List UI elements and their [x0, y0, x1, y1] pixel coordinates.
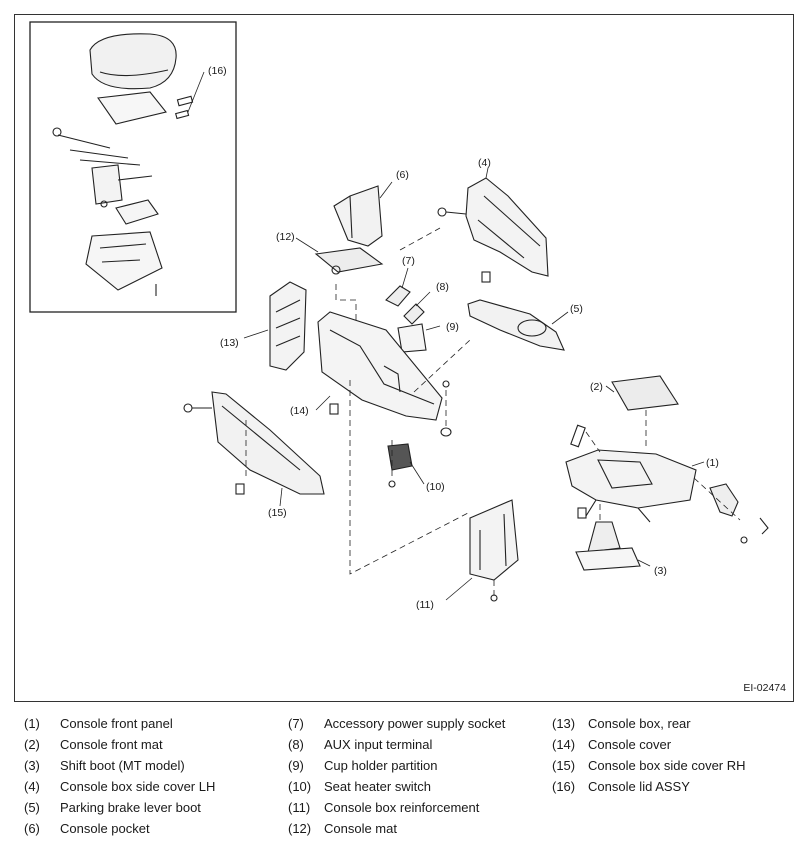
- legend-item: (15) Console box side cover RH: [552, 758, 746, 773]
- legend-num: (12): [288, 821, 312, 836]
- legend-item: (14) Console cover: [552, 737, 671, 752]
- legend-num: (10): [288, 779, 312, 794]
- legend-label: Console box reinforcement: [324, 800, 480, 815]
- part-console-box-rear: [243, 281, 307, 371]
- legend-label: Shift boot (MT model): [60, 758, 185, 773]
- callout-7: (7): [402, 255, 415, 267]
- part-aux-terminal: [403, 291, 431, 325]
- figure-code: EI-02474: [743, 682, 786, 694]
- legend-label: Console front panel: [60, 716, 173, 731]
- part-seat-heater-switch: [387, 443, 425, 488]
- legend-item: (5) Parking brake lever boot: [24, 800, 201, 815]
- legend-item: (16) Console lid ASSY: [552, 779, 690, 794]
- legend-label: Console box side cover RH: [588, 758, 746, 773]
- callout-6: (6): [396, 169, 409, 181]
- part-console-pocket: [333, 181, 393, 247]
- callout-4: (4): [478, 157, 491, 169]
- legend-num: (15): [552, 758, 576, 773]
- legend-num: (14): [552, 737, 576, 752]
- legend-label: Cup holder partition: [324, 758, 438, 773]
- legend-num: (3): [24, 758, 40, 773]
- legend-label: Console lid ASSY: [588, 779, 690, 794]
- part-console-lid-assy: [52, 33, 205, 296]
- legend-item: (3) Shift boot (MT model): [24, 758, 185, 773]
- legend-num: (2): [24, 737, 40, 752]
- legend-item: (13) Console box, rear: [552, 716, 691, 731]
- legend-item: (4) Console box side cover LH: [24, 779, 215, 794]
- legend-item: (10) Seat heater switch: [288, 779, 431, 794]
- callout-10: (10): [426, 481, 445, 493]
- part-console-mat: [295, 237, 384, 273]
- callout-14: (14): [290, 405, 309, 417]
- exploded-view-diagram: (16) (6) (4) (12) (7) (8) (9) (5) (13) (…: [29, 21, 769, 611]
- legend-item: (2) Console front mat: [24, 737, 163, 752]
- legend-num: (13): [552, 716, 576, 731]
- legend-num: (8): [288, 737, 304, 752]
- callout-16: (16): [208, 65, 227, 77]
- legend-num: (6): [24, 821, 40, 836]
- callout-2: (2): [590, 381, 603, 393]
- callout-9: (9): [446, 321, 459, 333]
- legend-item: (7) Accessory power supply socket: [288, 716, 505, 731]
- callout-1: (1): [706, 457, 719, 469]
- diagram-frame: [14, 14, 794, 702]
- legend-label: Parking brake lever boot: [60, 800, 201, 815]
- legend-item: (1) Console front panel: [24, 716, 173, 731]
- part-accessory-socket: [385, 267, 411, 307]
- legend-item: (6) Console pocket: [24, 821, 150, 836]
- callout-5: (5): [570, 303, 583, 315]
- part-shift-boot: [575, 521, 651, 571]
- legend-num: (1): [24, 716, 40, 731]
- legend-label: Accessory power supply socket: [324, 716, 506, 731]
- legend-num: (5): [24, 800, 40, 815]
- parts-legend: (1) Console front panel (2) Console front …: [0, 712, 808, 840]
- legend-num: (7): [288, 716, 304, 731]
- legend-label: Console box, rear: [588, 716, 691, 731]
- legend-num: (9): [288, 758, 304, 773]
- inset-box: [29, 21, 237, 313]
- legend-num: (11): [288, 800, 311, 815]
- legend-label: Console box side cover LH: [60, 779, 216, 794]
- legend-num: (16): [552, 779, 576, 794]
- part-cup-holder-partition: [397, 323, 441, 353]
- legend-label: Seat heater switch: [324, 779, 431, 794]
- legend-item: (8) AUX input terminal: [288, 737, 432, 752]
- callout-12: (12): [276, 231, 295, 243]
- callout-13: (13): [220, 337, 239, 349]
- part-side-cover-lh: [437, 167, 549, 283]
- legend-label: Console cover: [588, 737, 672, 752]
- legend-num: (4): [24, 779, 40, 794]
- legend-item: (11) Console box reinforcement: [288, 800, 479, 815]
- part-side-cover-rh: [183, 391, 325, 507]
- part-console-front-mat: [605, 375, 679, 411]
- part-console-reinforcement: [445, 499, 519, 602]
- legend-label: Console mat: [324, 821, 397, 836]
- part-console-cover: [315, 265, 452, 437]
- legend-label: AUX input terminal: [324, 737, 433, 752]
- callout-15: (15): [268, 507, 287, 519]
- callout-11: (11): [416, 599, 434, 611]
- callout-3: (3): [654, 565, 667, 577]
- part-parking-brake-boot: [467, 299, 569, 351]
- callout-8: (8): [436, 281, 449, 293]
- legend-item: (9) Cup holder partition: [288, 758, 437, 773]
- legend-label: Console pocket: [60, 821, 150, 836]
- legend-label: Console front mat: [60, 737, 163, 752]
- part-console-front-panel: [565, 424, 769, 544]
- legend-item: (12) Console mat: [288, 821, 397, 836]
